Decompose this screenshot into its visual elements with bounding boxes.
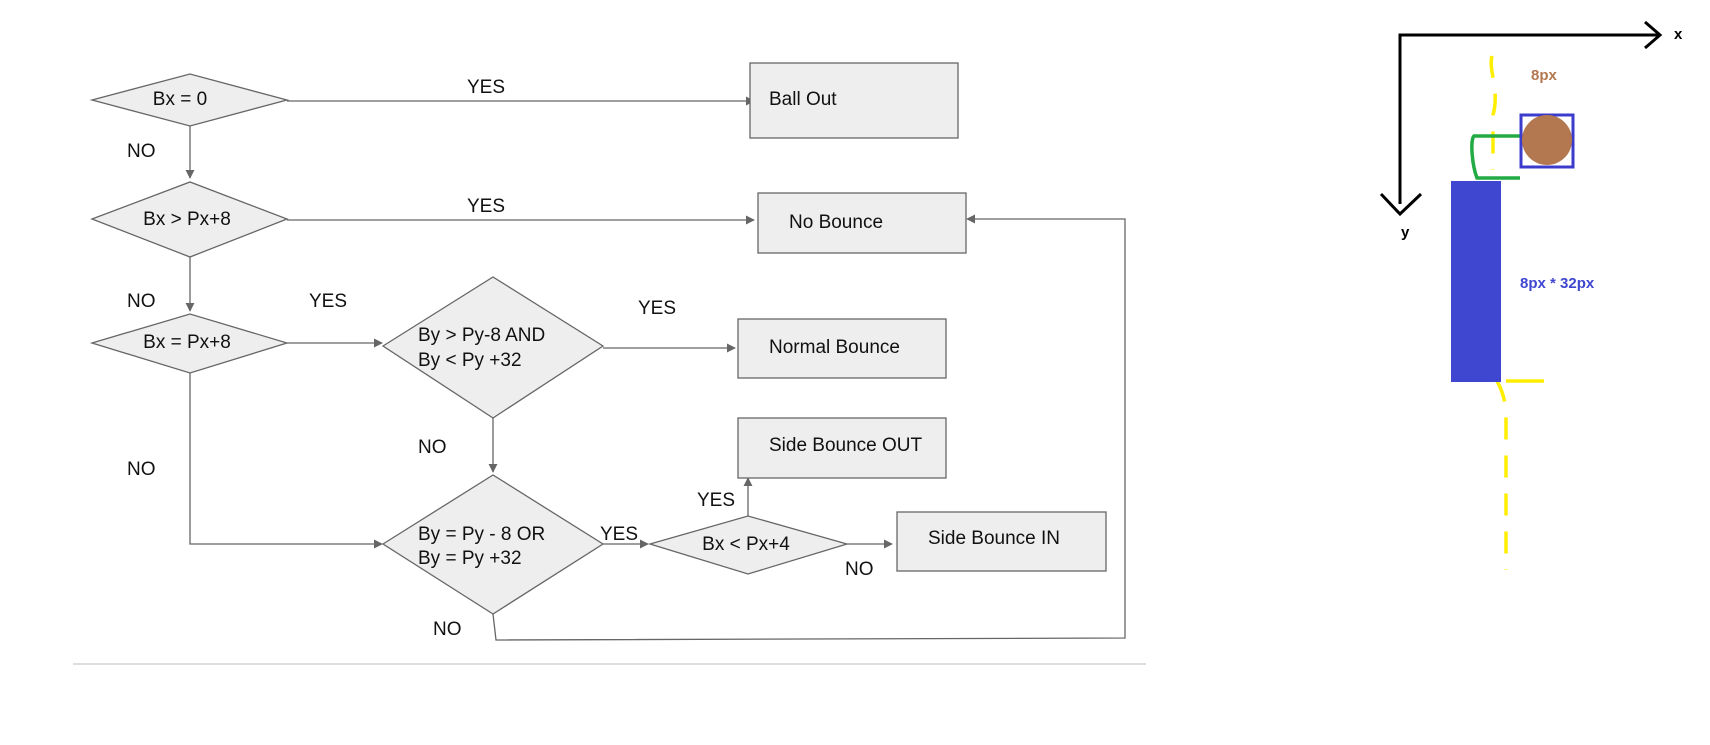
edge-by-edge-no [492, 214, 1126, 641]
decision-by-range: By > Py-8 AND By < Py +32 [381, 276, 605, 419]
outcome-text: Side Bounce IN [928, 528, 1060, 549]
outcome-text: No Bounce [789, 212, 883, 233]
x-axis-label: x [1674, 26, 1683, 43]
geometry-diagram: x y 8px 8px * 32px [1379, 20, 1683, 570]
label-yes-bx-eq: YES [309, 291, 347, 312]
ball [1522, 115, 1572, 165]
label-yes-by-edge: YES [600, 524, 638, 545]
label-yes-by-range: YES [638, 298, 676, 319]
decision-text: By > Py-8 AND [418, 325, 545, 346]
label-yes-bx-gt: YES [467, 196, 505, 217]
outcome-normal-bounce: Normal Bounce [737, 318, 947, 379]
edge-labels: YES NO YES NO YES NO YES NO YES YES NO N… [127, 77, 874, 640]
yellow-dashed-boundary [1489, 55, 1508, 570]
outcome-side-bounce-out: Side Bounce OUT [737, 417, 947, 479]
decision-by-edge: By = Py - 8 OR By = Py +32 [381, 474, 605, 615]
decision-text: Bx = Px+8 [143, 332, 231, 353]
label-no-bx-zero: NO [127, 141, 156, 162]
x-axis [1398, 33, 1660, 204]
paddle-size-label: 8px * 32px [1520, 275, 1595, 292]
decision-bx-zero: Bx = 0 [89, 73, 290, 127]
flowchart-edges [185, 96, 1126, 641]
decision-text: By < Py +32 [418, 350, 522, 371]
label-no-by-edge: NO [433, 619, 462, 640]
label-no-by-range: NO [418, 437, 447, 458]
decision-text: Bx > Px+8 [143, 209, 231, 230]
green-path [1470, 134, 1522, 180]
decision-text: By = Py +32 [418, 548, 522, 569]
decision-bx-gt: Bx > Px+8 [90, 181, 289, 258]
edge-bx-eq-no [189, 373, 383, 549]
decision-bx-eq: Bx = Px+8 [89, 313, 290, 374]
outcome-text: Ball Out [769, 89, 837, 110]
decision-text: Bx < Px+4 [702, 534, 790, 555]
decision-text: By = Py - 8 OR [418, 524, 545, 545]
label-yes-bx-zero: YES [467, 77, 505, 98]
outcome-text: Side Bounce OUT [769, 435, 923, 456]
label-yes-bx-lt: YES [697, 490, 735, 511]
y-axis-arrowhead [1379, 192, 1423, 217]
paddle [1451, 181, 1501, 382]
label-no-bx-eq: NO [127, 459, 156, 480]
x-axis-arrowhead [1644, 20, 1663, 50]
outcome-side-bounce-in: Side Bounce IN [896, 511, 1107, 572]
label-no-bx-gt: NO [127, 291, 156, 312]
outcome-text: Normal Bounce [769, 337, 900, 358]
label-no-bx-lt: NO [845, 559, 874, 580]
ball-size-label: 8px [1531, 67, 1558, 84]
outcome-ball-out: Ball Out [749, 62, 959, 139]
decision-bx-lt: Bx < Px+4 [647, 515, 850, 575]
decision-text: Bx = 0 [153, 89, 207, 110]
y-axis-label: y [1401, 224, 1410, 241]
outcome-no-bounce: No Bounce [757, 192, 967, 254]
